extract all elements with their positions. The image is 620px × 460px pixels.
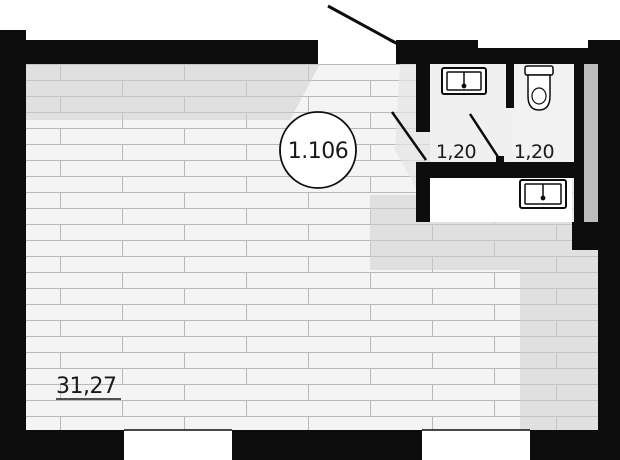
partition-right-lower [572, 222, 598, 250]
shadow-right-band [370, 195, 598, 430]
wall-top-left [26, 40, 318, 64]
shadow-upper-band [26, 64, 320, 120]
wall-right-upper [598, 40, 620, 250]
partition-wet-left [416, 64, 430, 132]
main-area-label: 31,27 [56, 374, 116, 399]
entrance-door-stop [389, 38, 399, 46]
window-top-right [478, 40, 588, 48]
toilet-door-leaf [468, 113, 502, 161]
bathroom-door-leaf [390, 111, 428, 161]
bathroom-area-label: 1,20 [436, 141, 476, 163]
room-id-circle [279, 111, 357, 189]
entrance-door-leaf [327, 4, 395, 44]
sink-icon [519, 179, 567, 209]
wall-left [0, 30, 26, 460]
partition-mid [506, 64, 514, 108]
sink-icon [441, 67, 487, 95]
door-jamb [496, 156, 504, 164]
toilet-icon [524, 65, 554, 111]
wall-right [598, 250, 620, 460]
window-bottom-right [422, 430, 530, 460]
room-id-label: 1.106 [288, 139, 348, 164]
toilet-area-label: 1,20 [514, 141, 554, 163]
window-bottom-left [124, 430, 232, 460]
partition-wet-hline [420, 162, 580, 178]
partition-right-inner [584, 64, 598, 250]
partition-right [574, 64, 584, 242]
